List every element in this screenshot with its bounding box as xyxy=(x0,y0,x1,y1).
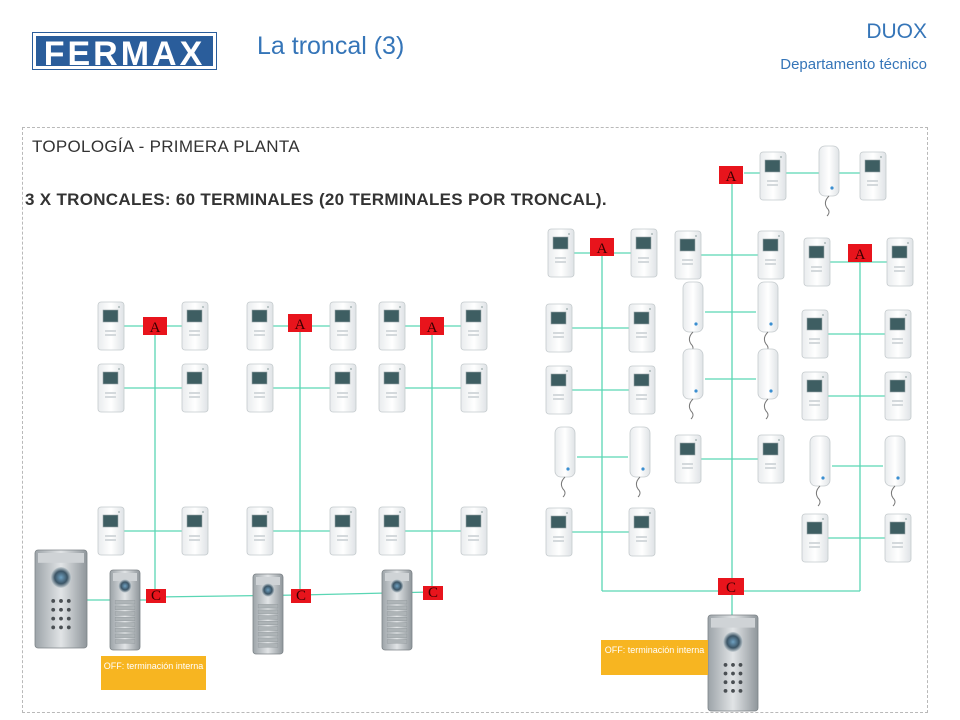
video-monitor-icon xyxy=(803,237,831,287)
video-monitor-icon xyxy=(801,309,829,359)
video-monitor-icon xyxy=(97,363,125,413)
video-monitor-icon xyxy=(630,228,658,278)
keypad-entry-panel-icon xyxy=(707,614,759,712)
video-monitor-icon xyxy=(547,228,575,278)
video-monitor-icon xyxy=(378,301,406,351)
video-monitor-icon xyxy=(884,371,912,421)
video-monitor-icon xyxy=(460,363,488,413)
video-monitor-icon xyxy=(886,237,914,287)
video-monitor-icon xyxy=(884,309,912,359)
video-monitor-icon xyxy=(181,301,209,351)
audio-handset-icon xyxy=(757,348,779,420)
video-monitor-icon xyxy=(329,301,357,351)
video-monitor-icon xyxy=(757,230,785,280)
keypad-entry-panel-icon xyxy=(34,549,88,649)
video-monitor-icon xyxy=(329,363,357,413)
video-monitor-icon xyxy=(884,513,912,563)
video-monitor-icon xyxy=(378,506,406,556)
fermax-logo: FERMAX xyxy=(33,33,216,72)
amplifier-a-box: A xyxy=(590,238,614,257)
video-monitor-icon xyxy=(181,506,209,556)
box-label: A xyxy=(427,320,438,336)
video-monitor-icon xyxy=(674,230,702,280)
video-monitor-icon xyxy=(674,434,702,484)
audio-handset-icon xyxy=(809,435,831,507)
box-label: C xyxy=(151,588,161,604)
video-monitor-icon xyxy=(460,301,488,351)
audio-handset-icon xyxy=(757,281,779,353)
topology-subtitle: TOPOLOGÍA - PRIMERA PLANTA xyxy=(32,137,300,156)
video-monitor-icon xyxy=(246,363,274,413)
box-label: A xyxy=(855,247,866,263)
box-label: C xyxy=(726,580,736,596)
box-label: C xyxy=(296,588,306,604)
audio-handset-icon xyxy=(884,435,906,507)
video-monitor-icon xyxy=(246,506,274,556)
video-monitor-icon xyxy=(628,365,656,415)
video-monitor-icon xyxy=(628,507,656,557)
video-monitor-icon xyxy=(460,506,488,556)
box-label: A xyxy=(726,169,737,185)
video-monitor-icon xyxy=(759,151,787,201)
connector-c-box: C xyxy=(423,585,443,601)
video-monitor-icon xyxy=(329,506,357,556)
box-label: C xyxy=(428,585,438,601)
connector-c-box: C xyxy=(718,578,744,596)
video-monitor-icon xyxy=(628,303,656,353)
video-monitor-icon xyxy=(181,363,209,413)
off-termination-note-left: OFF: terminación interna xyxy=(101,656,206,690)
amplifier-a-box: A xyxy=(143,317,167,336)
connector-c-box: C xyxy=(146,588,166,604)
pushbutton-entry-panel-icon xyxy=(381,569,413,651)
video-monitor-icon xyxy=(97,506,125,556)
video-monitor-icon xyxy=(246,301,274,351)
pushbutton-entry-panel-icon xyxy=(252,573,284,655)
slide-title: La troncal (3) xyxy=(257,32,405,60)
amplifier-a-box: A xyxy=(719,166,743,185)
box-label: A xyxy=(295,317,306,333)
amplifier-a-box: A xyxy=(848,244,872,263)
audio-handset-icon xyxy=(682,281,704,353)
video-monitor-icon xyxy=(545,365,573,415)
video-monitor-icon xyxy=(545,507,573,557)
audio-handset-icon xyxy=(682,348,704,420)
department-label: Departamento técnico xyxy=(780,56,927,73)
video-monitor-icon xyxy=(545,303,573,353)
box-label: A xyxy=(597,241,608,257)
audio-handset-icon xyxy=(554,426,576,498)
pushbutton-entry-panel-icon xyxy=(109,569,141,651)
content-frame xyxy=(22,127,928,713)
video-monitor-icon xyxy=(378,363,406,413)
amplifier-a-box: A xyxy=(288,314,312,333)
video-monitor-icon xyxy=(801,371,829,421)
video-monitor-icon xyxy=(859,151,887,201)
off-termination-note-right: OFF: terminación interna xyxy=(601,640,708,675)
trunk-heading: 3 X TRONCALES: 60 TERMINALES (20 TERMINA… xyxy=(25,190,607,209)
video-monitor-icon xyxy=(757,434,785,484)
connector-c-box: C xyxy=(291,588,311,604)
audio-handset-icon xyxy=(629,426,651,498)
amplifier-a-box: A xyxy=(420,317,444,336)
video-monitor-icon xyxy=(97,301,125,351)
video-monitor-icon xyxy=(801,513,829,563)
box-label: A xyxy=(150,320,161,336)
brand-name: DUOX xyxy=(866,20,927,43)
audio-handset-icon xyxy=(818,145,840,217)
